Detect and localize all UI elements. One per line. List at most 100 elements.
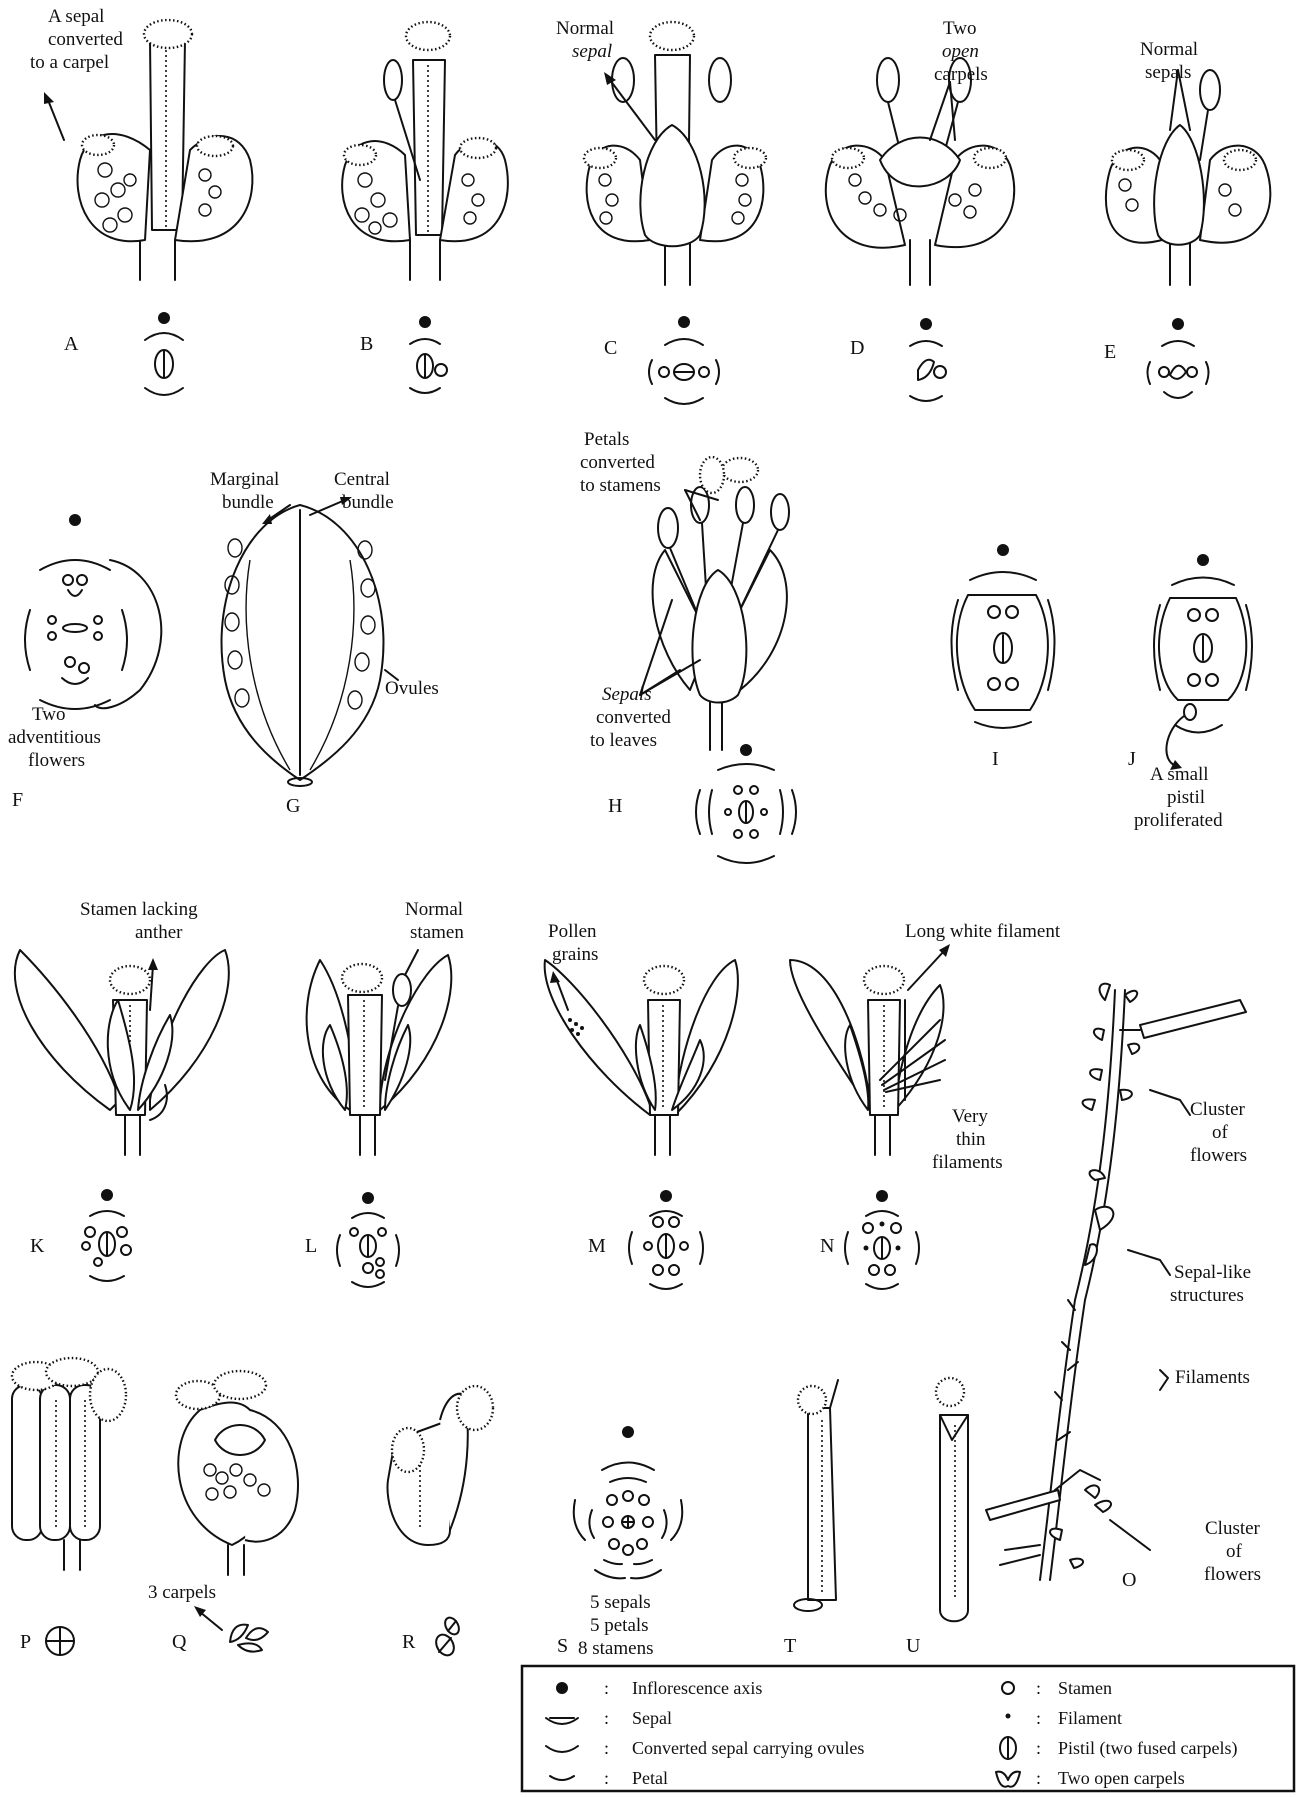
legend-label-stamen: Stamen	[1058, 1678, 1112, 1698]
annotation-l-normal-l2: stamen	[410, 922, 464, 943]
panel-n-flower-drawing	[790, 960, 945, 1155]
inflorescence-axis-symbol	[556, 1682, 568, 1694]
annotation-o-cluster-bot-l3: flowers	[1204, 1564, 1261, 1585]
diagram-n-floral	[845, 1190, 919, 1289]
panel-l-flower-drawing	[307, 955, 452, 1155]
panel-label-f: F	[12, 789, 23, 811]
panel-label-e: E	[1104, 341, 1116, 363]
legend-sep-7: :	[1036, 1738, 1041, 1758]
annotation-h-petals-l3: to stamens	[580, 475, 661, 496]
annotation-s-l1: 5 sepals	[590, 1592, 651, 1613]
diagram-h-floral	[696, 744, 796, 863]
legend-sep-6: :	[1036, 1708, 1041, 1728]
annotation-g-central-l2: bundle	[342, 492, 394, 513]
bracket-o-cluster-bot	[1110, 1520, 1150, 1550]
annotation-h-sepals-l2: converted	[596, 707, 671, 728]
panel-label-l: L	[305, 1235, 317, 1257]
arrow-l-stamen	[405, 950, 418, 975]
legend-sep-2: :	[604, 1708, 609, 1728]
panel-label-h: H	[608, 795, 622, 817]
panel-label-b: B	[360, 333, 373, 355]
annotation-h-sepals-l3: to leaves	[590, 730, 657, 751]
annotation-e-normal-l1: Normal	[1140, 39, 1198, 60]
annotation-j-pistil-l2: pistil	[1167, 787, 1205, 808]
panel-label-d: D	[850, 337, 864, 359]
legend-sep-1: :	[604, 1678, 609, 1698]
bracket-o-sepal-like	[1128, 1250, 1170, 1275]
panel-label-c: C	[604, 337, 617, 359]
panel-label-t: T	[784, 1635, 796, 1657]
annotation-a-sepal-l2: converted	[48, 29, 123, 50]
panel-h-flower-drawing	[653, 457, 789, 750]
panel-label-n: N	[820, 1235, 834, 1257]
arrow-n-long-white	[908, 944, 950, 990]
annotation-n-thin-l3: filaments	[932, 1152, 1003, 1173]
filament-symbol	[1006, 1714, 1011, 1719]
diagram-c-floral	[649, 316, 719, 404]
legend-sep-8: :	[1036, 1768, 1041, 1788]
panel-j-floral-diagram	[1154, 554, 1252, 770]
panel-b-flower-drawing	[342, 22, 508, 280]
annotation-l-normal-l1: Normal	[405, 899, 463, 920]
arrow-d-open-carpels	[930, 82, 955, 140]
panel-label-a: A	[64, 333, 79, 355]
diagram-m-floral	[629, 1190, 703, 1289]
panel-label-i: I	[992, 748, 999, 770]
bracket-o-cluster-top	[1150, 1090, 1190, 1115]
legend-sep-3: :	[604, 1738, 609, 1758]
annotation-o-cluster-top-l1: Cluster	[1190, 1099, 1246, 1120]
panel-label-r: R	[402, 1631, 416, 1653]
annotation-d-two-l1: Two	[943, 18, 977, 39]
legend-label-petal: Petal	[632, 1768, 668, 1788]
arrow-q-carpels	[194, 1606, 222, 1630]
annotation-h-sepals-l1: Sepals	[602, 684, 652, 705]
annotation-m-pollen-l2: grains	[552, 944, 598, 965]
panel-e-flower-drawing	[1106, 70, 1270, 285]
annotation-g-marginal-l2: bundle	[222, 492, 274, 513]
annotation-n-long-white: Long white filament	[905, 921, 1061, 942]
annotation-f-adv-l3: flowers	[28, 750, 85, 771]
diagram-d-floral	[910, 318, 946, 401]
panel-p-pistil-drawing	[12, 1358, 126, 1570]
panel-label-p: P	[20, 1631, 31, 1653]
legend-sep-4: :	[604, 1768, 609, 1788]
legend-label-open-carpels: Two open carpels	[1058, 1768, 1185, 1788]
panel-u-stamen-drawing	[936, 1378, 968, 1621]
annotation-k-stamen-l2: anther	[135, 922, 183, 943]
annotation-m-pollen-l1: Pollen	[548, 921, 597, 942]
panel-r-pistil-drawing	[387, 1386, 493, 1545]
annotation-n-thin-l1: Very	[952, 1106, 988, 1127]
legend-label-sepal: Sepal	[632, 1708, 672, 1728]
annotation-d-two-l2: open	[942, 41, 979, 62]
diagram-a-floral	[145, 312, 183, 395]
panel-t-stamen-drawing	[794, 1380, 838, 1611]
diagram-e-floral	[1148, 318, 1209, 398]
panel-d-flower-drawing	[826, 58, 1014, 285]
annotation-o-cluster-bot-l1: Cluster	[1205, 1518, 1261, 1539]
annotation-n-thin-l2: thin	[956, 1129, 986, 1150]
panel-g-carpel-drawing	[222, 505, 384, 786]
panel-label-q: Q	[172, 1631, 187, 1653]
diagram-l-floral	[337, 1192, 399, 1287]
annotation-o-cluster-bot-l2: of	[1226, 1541, 1243, 1562]
diagram-r-symbol	[433, 1615, 462, 1658]
panel-label-j: J	[1128, 748, 1136, 770]
annotation-g-ovules: Ovules	[385, 678, 439, 699]
annotation-g-marginal-l1: Marginal	[210, 469, 279, 490]
annotation-c-normal-l2: sepal	[572, 41, 612, 62]
panel-label-k: K	[30, 1235, 45, 1257]
legend-label-pistil: Pistil (two fused carpels)	[1058, 1738, 1237, 1759]
annotation-k-stamen-l1: Stamen lacking	[80, 899, 198, 920]
annotation-c-normal-l1: Normal	[556, 18, 614, 39]
annotation-f-adv-l1: Two	[32, 704, 66, 725]
annotation-o-sepal-like-l2: structures	[1170, 1285, 1244, 1306]
annotation-h-petals-l1: Petals	[584, 429, 629, 450]
annotation-a-sepal-l1: A sepal	[48, 6, 104, 27]
legend-sep-5: :	[1036, 1678, 1041, 1698]
legend-label-inflorescence-axis: Inflorescence axis	[632, 1678, 762, 1698]
panel-label-s: S	[557, 1635, 568, 1657]
diagram-k-floral	[82, 1189, 131, 1281]
panel-f-floral-diagram	[25, 514, 161, 709]
annotation-g-central-l1: Central	[334, 469, 390, 490]
panel-label-g: G	[286, 795, 300, 817]
